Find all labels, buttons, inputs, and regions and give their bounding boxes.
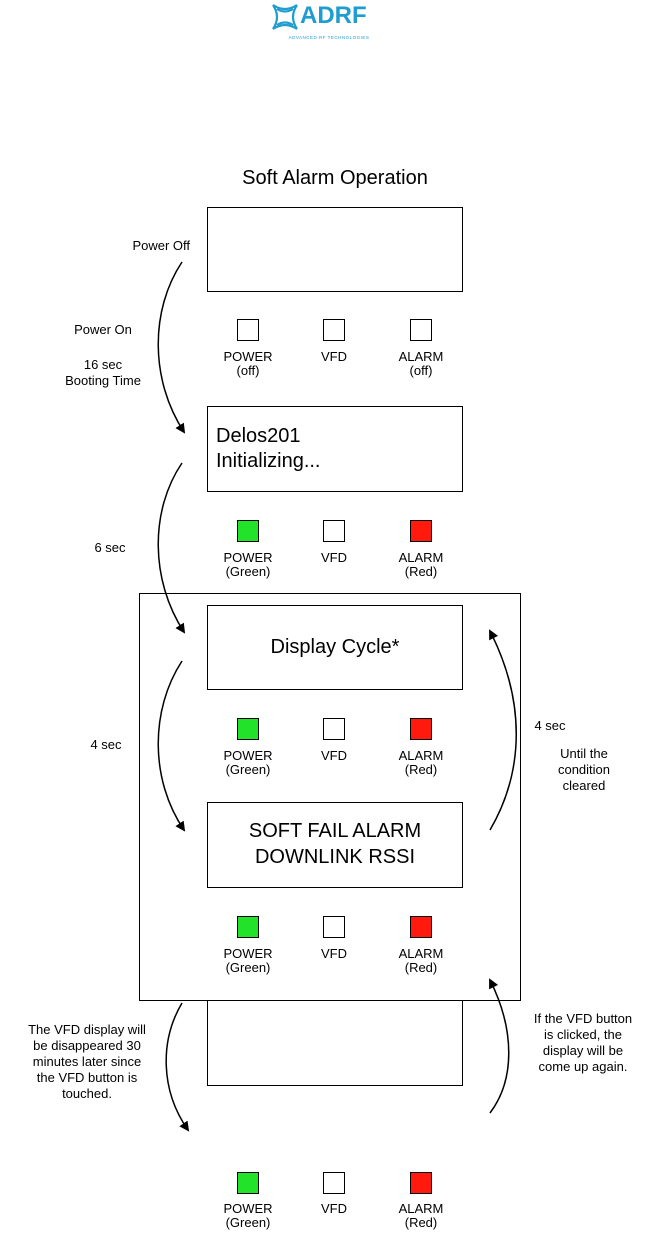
vfd-button: [323, 718, 345, 740]
note-vfd-clicked: If the VFD button is clicked, the displa…: [533, 1011, 633, 1074]
power-label: POWER(Green): [223, 748, 273, 777]
vfd-screen-display-cycle: Display Cycle*: [207, 605, 463, 690]
vfd-screen-blank: [207, 1000, 463, 1086]
alarm-led: [410, 520, 432, 542]
adrf-logo: ADRF ADVANCED RF TECHNOLOGIES: [268, 0, 388, 44]
vfd-label: VFD: [321, 550, 347, 565]
vfd-button: [323, 916, 345, 938]
power-led: [237, 520, 259, 542]
screen-line-1: SOFT FAIL ALARM: [248, 820, 422, 842]
vfd-button: [323, 1172, 345, 1194]
alarm-label: ALARM(off): [398, 349, 444, 378]
note-4-sec-left: 4 sec: [90, 737, 122, 752]
vfd-button: [323, 520, 345, 542]
note-until-cleared: Until the condition cleared: [557, 746, 611, 793]
note-power-on: Power On: [74, 322, 132, 337]
power-led: [237, 1172, 259, 1194]
vfd-screen-soft-fail: SOFT FAIL ALARM DOWNLINK RSSI: [207, 802, 463, 888]
power-led: [237, 916, 259, 938]
alarm-label: ALARM(Red): [398, 748, 444, 777]
arrow-vfd-disappear: [165, 1002, 190, 1132]
vfd-screen-initializing: Delos201 Initializing...: [207, 406, 463, 492]
note-vfd-disappear: The VFD display will be disappeared 30 m…: [28, 1022, 146, 1101]
logo-mark-icon: [272, 4, 298, 30]
arrow-power-on: [157, 261, 186, 434]
alarm-label: ALARM(Red): [398, 1201, 444, 1230]
note-power-off: Power Off: [132, 238, 190, 253]
arrow-6-sec: [157, 462, 186, 634]
vfd-button: [323, 319, 345, 341]
screen-line-1: Delos201: [216, 425, 301, 447]
alarm-label: ALARM(Red): [398, 550, 444, 579]
note-4-sec-right: 4 sec: [534, 718, 566, 733]
alarm-label: ALARM(Red): [398, 946, 444, 975]
alarm-led: [410, 319, 432, 341]
diagram-title: Soft Alarm Operation: [242, 167, 428, 189]
logo-subtitle: ADVANCED RF TECHNOLOGIES: [288, 35, 370, 40]
vfd-label: VFD: [321, 1201, 347, 1216]
vfd-label: VFD: [321, 748, 347, 763]
alarm-led: [410, 916, 432, 938]
arrow-4-sec-down: [157, 660, 186, 832]
screen-line-2: DOWNLINK RSSI: [254, 846, 416, 868]
power-label: POWER(Green): [223, 550, 273, 579]
note-6-sec: 6 sec: [94, 540, 126, 555]
vfd-label: VFD: [321, 946, 347, 961]
power-led: [237, 319, 259, 341]
vfd-label: VFD: [321, 349, 347, 364]
arrow-vfd-clicked: [489, 978, 510, 1114]
power-label: POWER(Green): [223, 1201, 273, 1230]
screen-line-2: Initializing...: [216, 450, 321, 472]
vfd-screen-power-off: [207, 207, 463, 292]
arrow-4-sec-up: [489, 629, 517, 831]
power-led: [237, 718, 259, 740]
power-label: POWER(Green): [223, 946, 273, 975]
logo-text: ADRF: [300, 2, 367, 29]
alarm-led: [410, 718, 432, 740]
power-label: POWER(off): [223, 349, 273, 378]
alarm-led: [410, 1172, 432, 1194]
note-booting: 16 sec Booting Time: [65, 357, 141, 388]
screen-line-1: Display Cycle*: [270, 636, 400, 658]
